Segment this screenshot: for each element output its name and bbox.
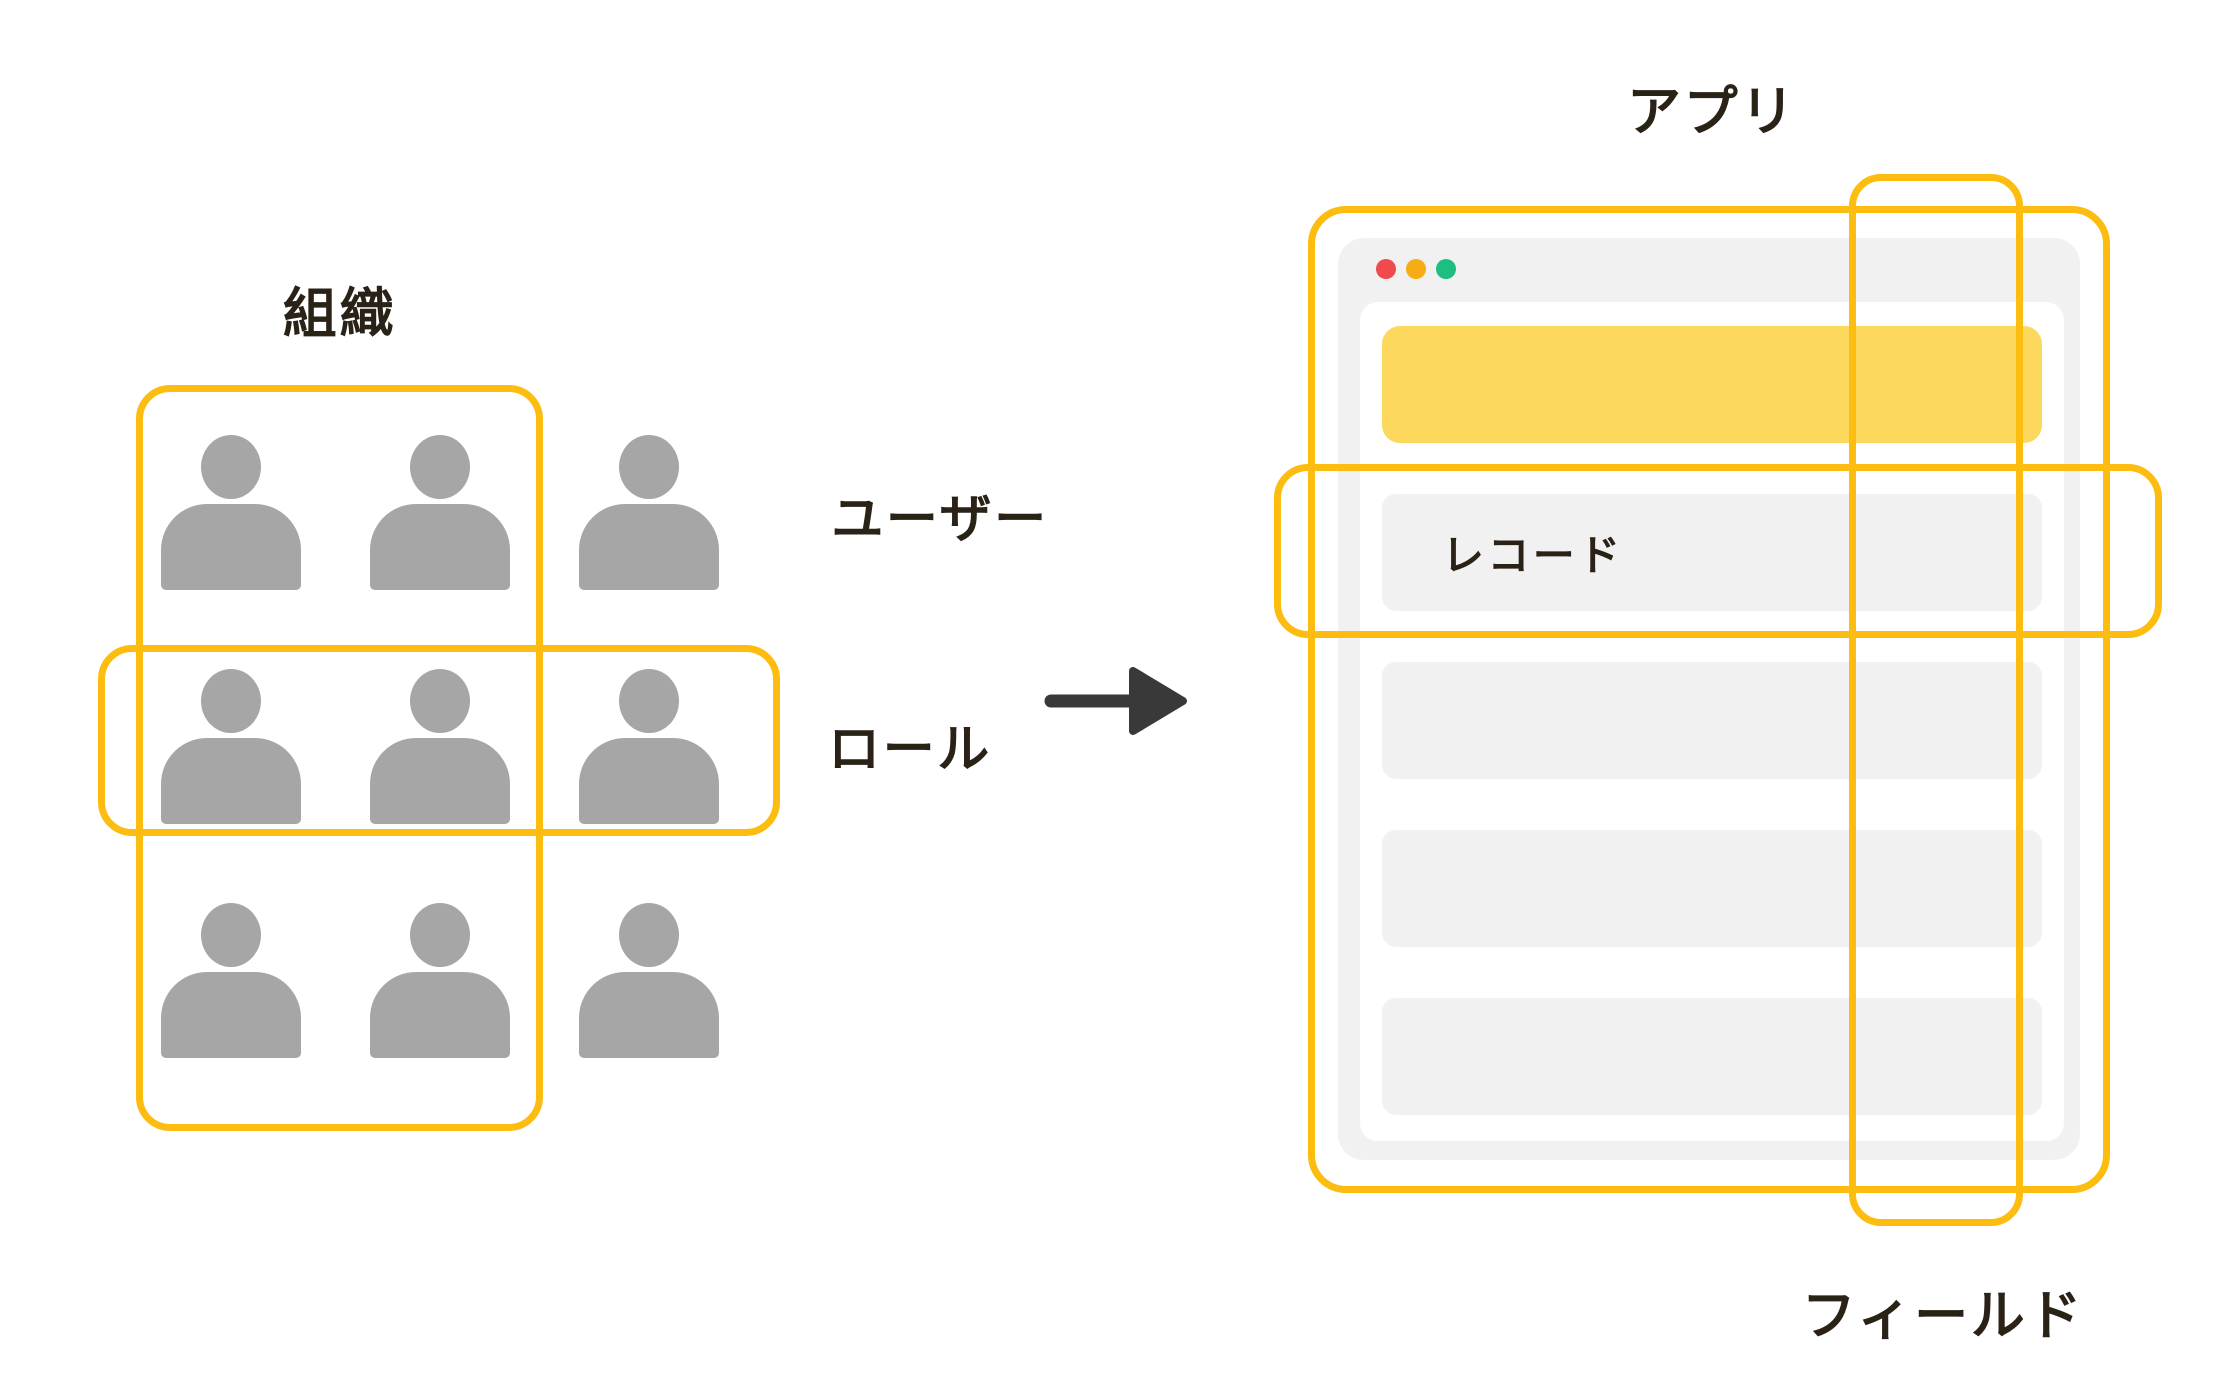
person-head-icon bbox=[619, 903, 679, 967]
person-icon bbox=[161, 435, 301, 590]
person-body-icon bbox=[370, 504, 510, 590]
record-label: レコード bbox=[1442, 531, 1624, 580]
person-body-icon bbox=[370, 738, 510, 824]
app-outline-box bbox=[1308, 206, 2110, 1193]
people-grid bbox=[161, 435, 719, 1058]
traffic-light-orange-icon bbox=[1406, 259, 1426, 279]
organization-label: 組織 bbox=[282, 282, 397, 345]
field-label: フィールド bbox=[1801, 1284, 2085, 1347]
app-window: レコード bbox=[1338, 238, 2080, 1160]
role-label: ロール bbox=[828, 720, 992, 780]
person-head-icon bbox=[410, 435, 470, 499]
person-body-icon bbox=[370, 972, 510, 1058]
record-outline-box bbox=[1274, 464, 2162, 638]
role-outline-box bbox=[98, 645, 780, 836]
person-icon bbox=[579, 435, 719, 590]
field-outline-box bbox=[1849, 174, 2023, 1226]
app-label: アプリ bbox=[1626, 80, 1798, 143]
person-body-icon bbox=[579, 504, 719, 590]
table-row bbox=[1382, 998, 2042, 1115]
app-content-panel: レコード bbox=[1360, 302, 2064, 1141]
person-head-icon bbox=[201, 669, 261, 733]
window-traffic-lights bbox=[1376, 259, 1456, 279]
person-icon bbox=[579, 903, 719, 1058]
person-body-icon bbox=[161, 504, 301, 590]
person-body-icon bbox=[579, 972, 719, 1058]
person-icon bbox=[370, 669, 510, 824]
person-head-icon bbox=[410, 903, 470, 967]
person-icon bbox=[370, 903, 510, 1058]
table-row bbox=[1382, 662, 2042, 779]
person-body-icon bbox=[161, 738, 301, 824]
person-head-icon bbox=[619, 669, 679, 733]
person-icon bbox=[579, 669, 719, 824]
person-body-icon bbox=[579, 738, 719, 824]
user-label: ユーザー bbox=[831, 490, 1049, 550]
person-head-icon bbox=[619, 435, 679, 499]
traffic-light-red-icon bbox=[1376, 259, 1396, 279]
person-icon bbox=[370, 435, 510, 590]
table-row bbox=[1382, 830, 2042, 947]
person-body-icon bbox=[161, 972, 301, 1058]
person-head-icon bbox=[201, 903, 261, 967]
person-icon bbox=[161, 669, 301, 824]
person-icon bbox=[161, 903, 301, 1058]
record-row: レコード bbox=[1382, 494, 2042, 611]
app-header-bar bbox=[1382, 326, 2042, 443]
person-head-icon bbox=[410, 669, 470, 733]
person-head-icon bbox=[201, 435, 261, 499]
traffic-light-green-icon bbox=[1436, 259, 1456, 279]
organization-outline-box bbox=[136, 385, 543, 1131]
arrow-right-icon bbox=[1044, 667, 1187, 735]
